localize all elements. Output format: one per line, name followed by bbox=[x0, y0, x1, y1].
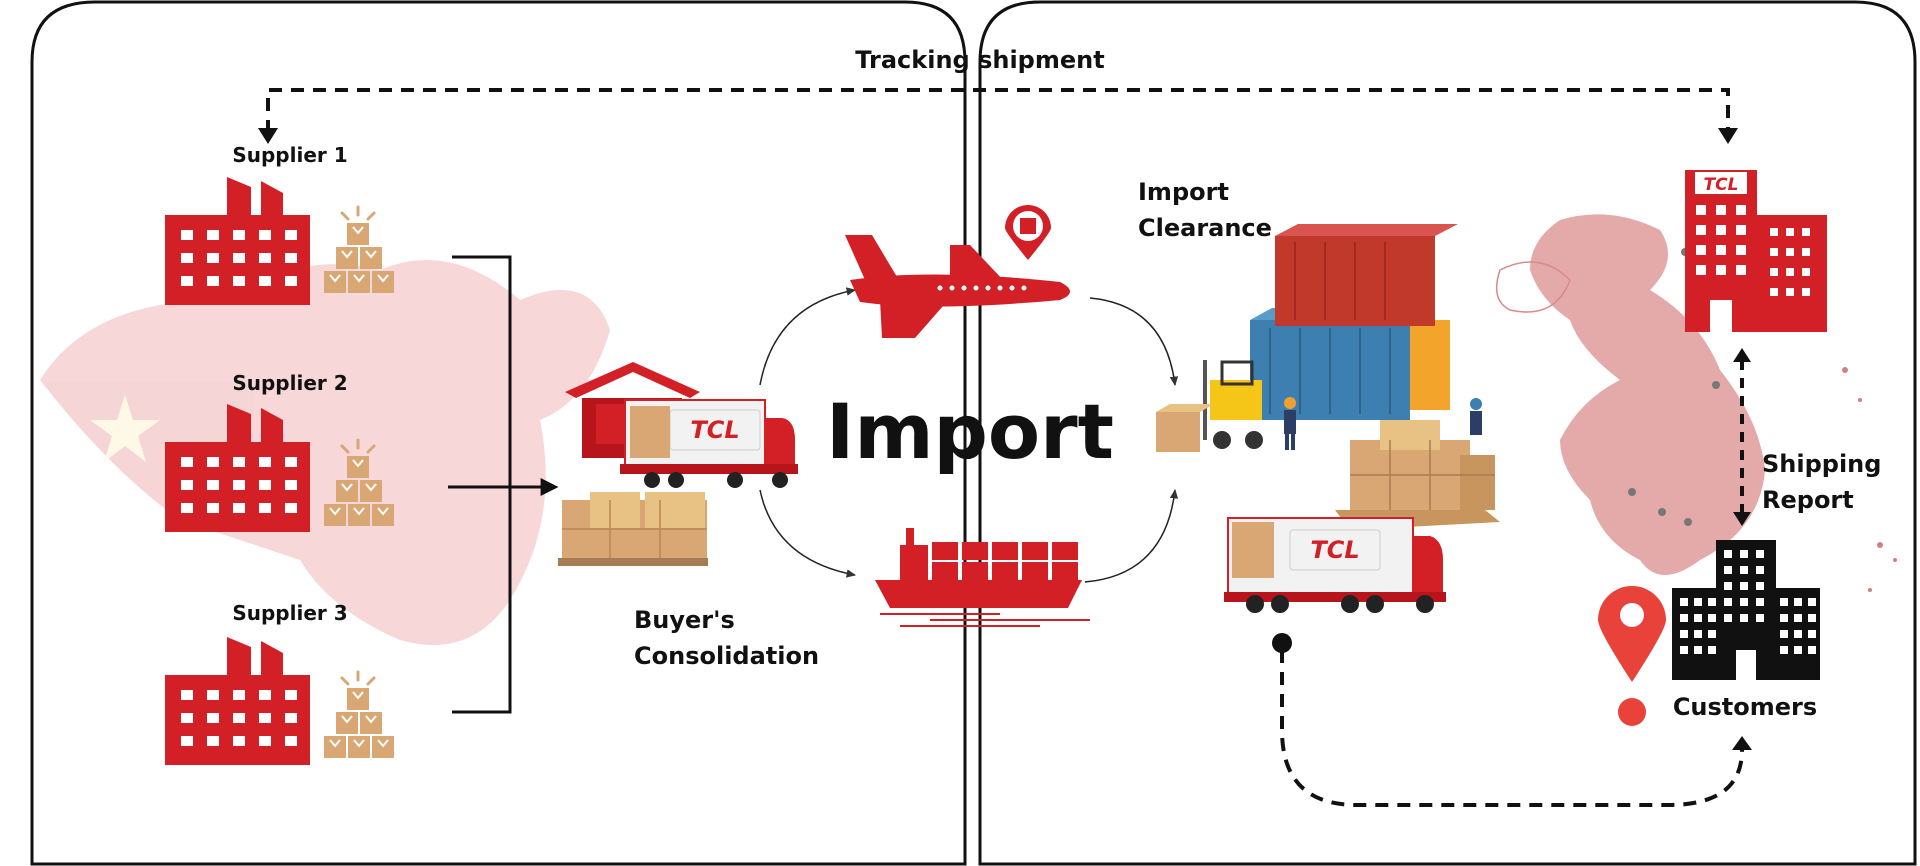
package-pin-icon bbox=[1005, 205, 1051, 260]
supplier-connector bbox=[448, 255, 559, 714]
import-clearance-label: Import bbox=[1138, 178, 1229, 206]
shipping-report-label-2: Report bbox=[1762, 486, 1854, 514]
tracking-shipment-flow: Tracking shipment bbox=[258, 46, 1738, 144]
box-stack-icon bbox=[322, 670, 396, 760]
vietnam-map-background bbox=[1495, 214, 1897, 592]
shipping-report-label: Shipping bbox=[1762, 450, 1881, 478]
china-map-background bbox=[40, 260, 610, 645]
airplane-icon bbox=[845, 235, 1070, 338]
truck-icon bbox=[1224, 517, 1446, 613]
container-stack-icon bbox=[1250, 224, 1458, 420]
location-pin-icon bbox=[1598, 586, 1666, 726]
delivery-path bbox=[1272, 633, 1752, 807]
pallet-boxes bbox=[558, 492, 708, 566]
center-divider bbox=[963, 115, 982, 864]
forklift-icon bbox=[1156, 360, 1263, 452]
import-clearance-label-2: Clearance bbox=[1138, 214, 1272, 242]
city-buildings-icon bbox=[1672, 540, 1820, 680]
shipping-report-link bbox=[1733, 348, 1751, 526]
customers-label: Customers bbox=[1673, 693, 1817, 721]
supplier-3-label: Supplier 3 bbox=[232, 601, 347, 625]
svg-text:TCL: TCL bbox=[1704, 175, 1739, 195]
worker-icon bbox=[1284, 397, 1482, 450]
factory-icon bbox=[165, 177, 310, 305]
right-panel bbox=[978, 0, 1917, 866]
office-building-icon: TCL bbox=[1685, 170, 1827, 332]
truck-icon bbox=[620, 399, 798, 488]
cargo-ship-icon bbox=[875, 528, 1090, 627]
box-stack-icon bbox=[322, 205, 396, 295]
factory-icon bbox=[165, 637, 310, 765]
supplier-2-label: Supplier 2 bbox=[232, 371, 347, 395]
tracking-label: Tracking shipment bbox=[855, 46, 1104, 74]
flow-arrows bbox=[759, 287, 1179, 583]
box-pallet-icon bbox=[1335, 420, 1500, 530]
buyers-consolidation-label: Buyer's bbox=[634, 606, 735, 634]
import-title: Import bbox=[826, 387, 1114, 476]
buyers-consolidation-label-2: Consolidation bbox=[634, 642, 819, 670]
supplier-1-label: Supplier 1 bbox=[232, 143, 347, 167]
